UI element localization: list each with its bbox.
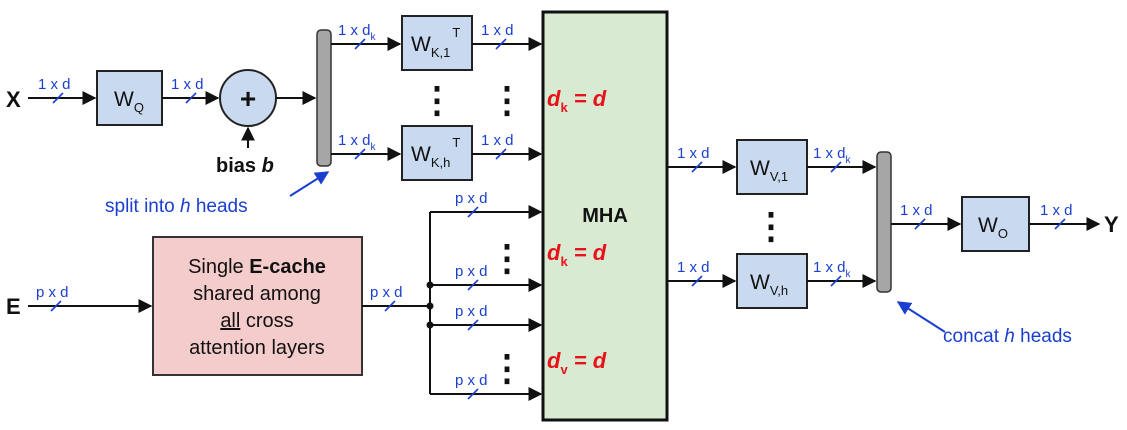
wo-box [961,196,1030,252]
dim-split-wk1: 1 x dk [338,22,377,43]
bus-slash [185,92,197,104]
bus-slash [467,206,479,218]
bus-slash [354,38,366,50]
ecache-line4: attention layers [189,337,325,359]
wo-label: WO [978,214,1008,241]
wq-label: WQ [114,88,144,115]
wkh-box [401,125,473,181]
concat-annotation: concat h heads [943,326,1072,347]
bus-slash [384,300,396,312]
bus-slash [354,148,366,160]
bus-slash [691,161,703,173]
dim-concat-wo: 1 x d [900,202,933,219]
bus-slash [830,275,842,287]
junction-dot [426,302,434,310]
concat-bar [876,151,892,293]
dim-x-wq: 1 x d [38,76,71,93]
ecache-line2: shared among [193,283,321,305]
wv-ellipsis-icon: ⋮ [753,205,789,246]
wkh-label: WK,hT [411,135,460,170]
mha-dk-eq-1: dk = d [547,86,607,115]
adder-plus-icon: + [240,83,256,114]
split-bar [316,29,332,167]
wk-ellipsis-icon: ⋮ [419,79,455,120]
bus-slash [830,161,842,173]
dim-wv1-concat: 1 x dk [813,145,852,166]
bus-slash [467,279,479,291]
split-annotation-arrow [289,171,330,197]
bus-slash [1054,218,1066,230]
dim-branch-2: p x d [455,263,488,280]
mha-dk-eq-2: dk = d [547,240,607,269]
bias-label: bias b [216,155,274,177]
dim-mha-wv1: 1 x d [677,145,710,162]
ecache-line1: Single E-cache [188,256,326,278]
input-e-label: E [6,294,21,319]
dim-wkh-mha: 1 x d [481,132,514,149]
wv1-box [736,139,808,195]
dim-branch-3: p x d [455,303,488,320]
dim-split-wkh: 1 x dk [338,132,377,153]
dim-branch-4: p x d [455,372,488,389]
mha-label: MHA [582,205,628,227]
bus-slash [467,388,479,400]
ecache-line3: all cross [220,310,293,332]
wk-out-ellipsis-icon: ⋮ [489,79,525,120]
bus-slash [52,92,64,104]
wvh-box [736,253,808,309]
split-annotation: split into h heads [105,196,248,217]
mha-block [541,10,669,422]
output-y-label: Y [1104,212,1119,237]
branch-ellipsis-2-icon: ⋮ [489,347,525,388]
bus-slash [691,275,703,287]
bus-slash [914,218,926,230]
dim-wk1-mha: 1 x d [481,22,514,39]
wvh-label: WV,h [750,271,788,298]
input-x-label: X [6,87,21,112]
dim-wq-adder: 1 x d [171,76,204,93]
dim-mha-wvh: 1 x d [677,259,710,276]
dim-wvh-concat: 1 x dk [813,259,852,280]
dim-e-cache: p x d [36,284,69,301]
branch-ellipsis-icon: ⋮ [489,237,525,278]
dim-cache-bus: p x d [370,284,403,301]
wk1-label: WK,1T [411,25,460,60]
dim-branch-1: p x d [455,190,488,207]
bus-slash [495,38,507,50]
dim-wo-y: 1 x d [1040,202,1073,219]
mha-dv-eq: dv = d [547,348,607,377]
wv1-label: WV,1 [750,157,788,184]
bus-slash [495,148,507,160]
bus-slash [467,319,479,331]
bus-slash [50,300,62,312]
concat-annotation-arrow [896,301,946,333]
